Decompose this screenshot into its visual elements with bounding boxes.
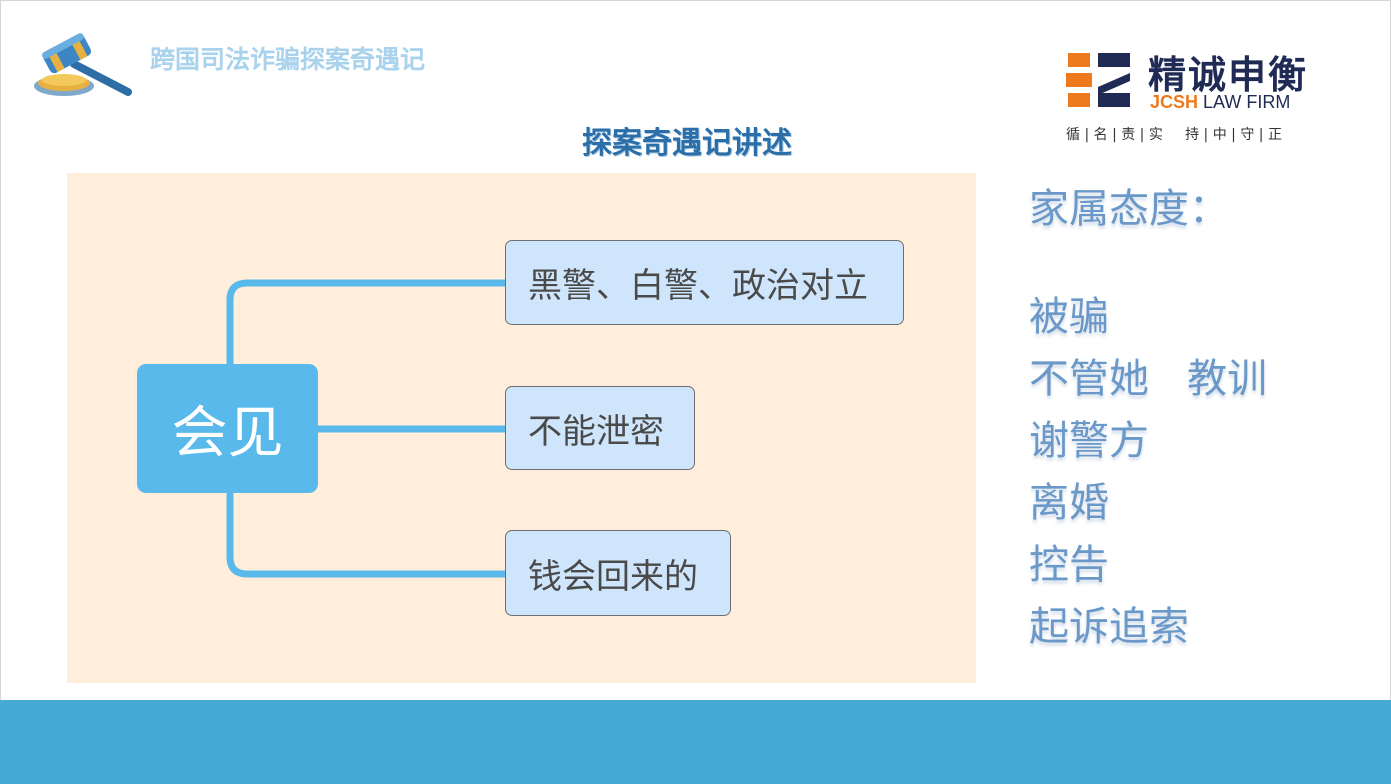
- connector-branch-1: [226, 279, 505, 364]
- mindmap-connectors: [226, 279, 505, 578]
- footer-band: [0, 700, 1391, 784]
- mindmap-node-1: 黑警、白警、政治对立: [505, 240, 904, 325]
- deck-title: 跨国司法诈骗探案奇遇记: [150, 45, 426, 74]
- firm-name-en-accent: JCSH: [1150, 92, 1199, 112]
- attitudes-heading: 家属态度：: [1029, 186, 1229, 232]
- attitude-item: 起诉追索: [1029, 604, 1189, 650]
- mindmap-root: 会见: [137, 364, 318, 493]
- attitude-item: 控告: [1029, 542, 1109, 588]
- mindmap-node-2: 不能泄密: [505, 386, 695, 470]
- firm-logo-icon: [1066, 53, 1130, 107]
- attitude-item: 谢警方: [1029, 418, 1149, 464]
- attitudes-list: 被骗 不管她 教训 谢警方 离婚 控告 起诉追索: [1029, 286, 1267, 658]
- firm-motto: 循 | 名 | 责 | 实 持 | 中 | 守 | 正: [1066, 127, 1282, 143]
- attitude-item: 被骗: [1029, 294, 1109, 340]
- connector-branch-3: [226, 493, 505, 578]
- mindmap-panel: 会见 黑警、白警、政治对立 不能泄密 钱会回来的: [67, 173, 976, 683]
- slide-title: 探案奇遇记讲述: [582, 126, 792, 161]
- mindmap-node-3: 钱会回来的: [505, 530, 731, 616]
- gavel-icon: [34, 33, 132, 96]
- attitude-item: 不管她 教训: [1029, 356, 1268, 402]
- firm-name-cn: 精诚申衡: [1148, 53, 1309, 97]
- firm-name-en-rest: LAW FIRM: [1198, 92, 1291, 112]
- firm-name-en: JCSH LAW FIRM: [1150, 92, 1290, 113]
- attitude-item: 离婚: [1029, 480, 1109, 526]
